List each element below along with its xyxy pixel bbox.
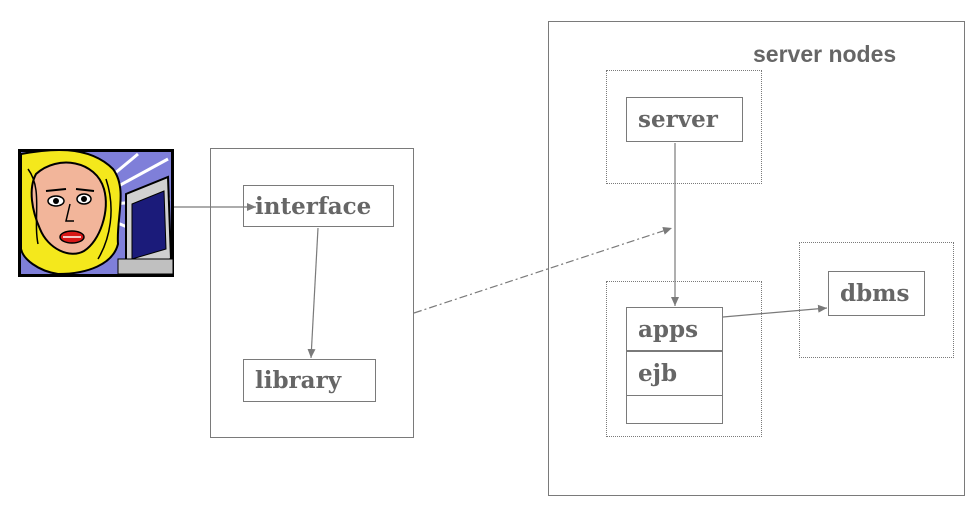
apps-to-dbms-arrow [722, 304, 828, 318]
server-box: server [626, 97, 743, 142]
server-nodes-title: server nodes [753, 41, 897, 67]
ejb-box: ejb [626, 351, 723, 396]
interface-to-library-arrow [307, 227, 319, 359]
empty-slot [626, 395, 723, 424]
user-at-computer-icon [18, 149, 174, 277]
library-box: library [243, 359, 376, 402]
apps-box: apps [626, 307, 723, 351]
client-to-server-dashed-arrow [413, 227, 673, 314]
interface-box: interface [243, 185, 394, 227]
dbms-box: dbms [828, 271, 925, 316]
